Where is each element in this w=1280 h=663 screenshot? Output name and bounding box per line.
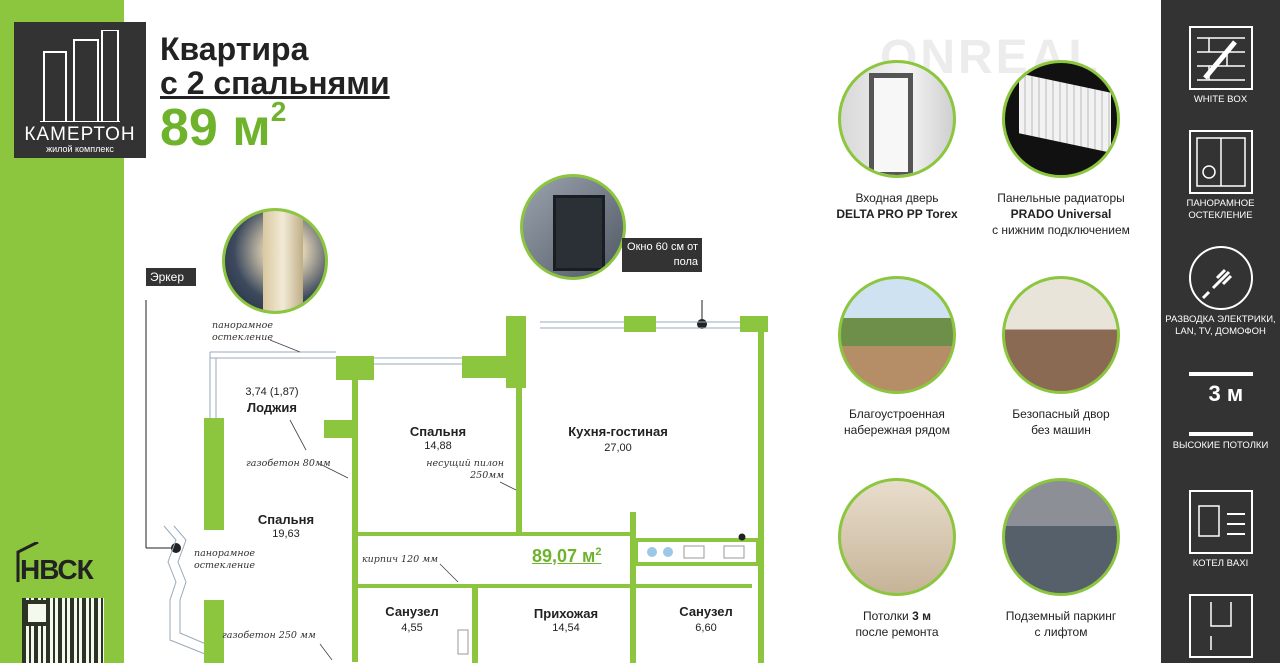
tuning-fork-icon <box>40 30 120 122</box>
feature-embankment-line1: Благоустроенная <box>849 407 945 421</box>
feature-embankment: Благоустроенная набережная рядом <box>822 276 972 438</box>
plan-total-area: 89,07 м2 <box>532 546 602 567</box>
qr-code[interactable] <box>22 598 104 663</box>
bathroom-2-area: 6,60 <box>695 622 717 634</box>
loggia-label: Лоджия <box>247 400 297 415</box>
feature-radiator-line1: Панельные радиаторы <box>997 191 1125 205</box>
bathroom-2-label: Санузел <box>679 604 733 619</box>
page-title: Квартира с 2 спальнями <box>160 32 390 100</box>
apartment-area: 89 м2 <box>160 96 286 158</box>
feature-ceiling-bold: 3 м <box>912 609 931 623</box>
feature-ceilings: Потолки 3 м после ремонта <box>822 478 972 640</box>
ceiling-height-value: 3 м <box>1208 381 1244 406</box>
bathroom-1-label: Санузел <box>385 604 439 619</box>
feature-ceiling-line3: после ремонта <box>855 625 939 639</box>
area-value: 89 м <box>160 99 271 157</box>
feature-yard-line3: без машин <box>1031 423 1091 437</box>
sidebar-item-white-box: WHITE BOX <box>1161 26 1280 106</box>
plan-total-sup: 2 <box>595 546 602 558</box>
kitchen-living-area: 27,00 <box>604 442 632 454</box>
sidebar-label-electric: РАЗВОДКА ЭЛЕКТРИКИ, LAN, TV, ДОМОФОН <box>1165 314 1276 337</box>
sidebar-label-ceilings: ВЫСОКИЕ ПОТОЛКИ <box>1172 440 1269 451</box>
white-box-icon <box>1188 26 1253 90</box>
feature-ceiling-line1: Потолки <box>863 609 913 623</box>
bathroom-1-area: 4,55 <box>401 622 423 634</box>
title-line-1: Квартира <box>160 31 309 67</box>
boiler-icon <box>1188 490 1253 554</box>
kitchen-living-label: Кухня-гостиная <box>568 424 668 439</box>
yard-photo <box>1002 276 1120 394</box>
area-unit-sup: 2 <box>270 96 287 127</box>
note-glazing-side: панорамное остекление <box>194 548 256 571</box>
bedroom-2-area: 19,63 <box>272 528 300 540</box>
developer-name: НВСК <box>20 554 94 585</box>
note-brick: кирпич 120 мм <box>362 554 438 565</box>
ceiling-photo <box>838 478 956 596</box>
hallway-label: Прихожая <box>533 606 599 621</box>
panoramic-window-icon <box>1188 130 1253 194</box>
feature-radiator-line3: с нижним подключением <box>992 223 1130 237</box>
sidebar-label-panoramic: ПАНОРАМНОЕ ОСТЕКЛЕНИЕ <box>1186 198 1255 221</box>
erker-callout-dot <box>171 543 181 553</box>
brand-subtitle: жилой комплекс <box>46 144 114 154</box>
loggia-area: 3,74 (1,87) <box>245 386 299 398</box>
note-glazing-top: панорамное остекление <box>212 320 274 343</box>
sidebar-item-boiler: КОТЕЛ BAXI <box>1161 490 1280 570</box>
erker-photo <box>222 208 328 314</box>
brand-logo: КАМЕРТОН жилой комплекс <box>14 22 146 158</box>
radiator-photo <box>1002 60 1120 178</box>
erker-label: Эркер <box>146 268 196 286</box>
window-label: Окно 60 см от пола <box>622 238 702 272</box>
feature-radiator-bold: PRADO Universal <box>1010 207 1112 221</box>
bedroom-2-label: Спальня <box>257 512 315 527</box>
sidebar-item-plan <box>1161 594 1280 658</box>
note-pylon: несущий пилон 250мм <box>426 458 504 481</box>
feature-parking-line3: с лифтом <box>1034 625 1088 639</box>
floor-plan-icon <box>1188 594 1253 658</box>
bedroom-1-area: 14,88 <box>424 440 452 452</box>
plan-total-value: 89,07 м <box>532 546 596 566</box>
ceiling-height-icon: 3 м <box>1188 372 1253 436</box>
erker-building <box>263 211 303 311</box>
window-frame <box>553 195 605 271</box>
sidebar-item-electric: РАЗВОДКА ЭЛЕКТРИКИ, LAN, TV, ДОМОФОН <box>1161 246 1280 338</box>
sidebar-item-ceilings: 3 м ВЫСОКИЕ ПОТОЛКИ <box>1161 372 1280 452</box>
sidebar-item-panoramic: ПАНОРАМНОЕ ОСТЕКЛЕНИЕ <box>1161 130 1280 222</box>
feature-door-line1: Входная дверь <box>855 191 939 205</box>
radiator-shape <box>1019 73 1111 153</box>
feature-door-bold: DELTA PRO PP Torex <box>836 207 958 221</box>
title-line-2: с 2 спальнями <box>160 65 390 101</box>
door-shape <box>869 73 913 175</box>
door-photo <box>838 60 956 178</box>
feature-parking: Подземный паркинг с лифтом <box>986 478 1136 640</box>
feature-embankment-line3: набережная рядом <box>843 423 951 437</box>
embankment-photo <box>838 276 956 394</box>
electric-plug-icon <box>1188 246 1253 310</box>
window-photo <box>520 174 626 280</box>
floor-plan <box>145 300 768 663</box>
features-sidebar: WHITE BOX ПАНОРАМНОЕ ОСТЕКЛЕНИЕ РАЗВОДКА… <box>1161 0 1280 663</box>
feature-parking-line1: Подземный паркинг <box>1005 609 1117 623</box>
bedroom-1-label: Спальня <box>409 424 467 439</box>
feature-entrance-door: Входная дверь DELTA PRO PP Torex <box>822 60 972 222</box>
brand-name: КАМЕРТОН <box>24 124 136 145</box>
hallway-area: 14,54 <box>552 622 580 634</box>
developer-logo-frame <box>16 542 39 582</box>
sidebar-label-boiler: КОТЕЛ BAXI <box>1192 558 1249 569</box>
note-gas80: газобетон 80мм <box>246 458 331 469</box>
feature-radiators: Панельные радиаторы PRADO Universal с ни… <box>986 60 1136 238</box>
parking-photo <box>1002 478 1120 596</box>
feature-safe-yard: Безопасный двор без машин <box>986 276 1136 438</box>
feature-yard-line1: Безопасный двор <box>1012 407 1110 421</box>
note-gas250: газобетон 250 мм <box>222 630 316 641</box>
sidebar-label-white-box: WHITE BOX <box>1193 94 1248 105</box>
